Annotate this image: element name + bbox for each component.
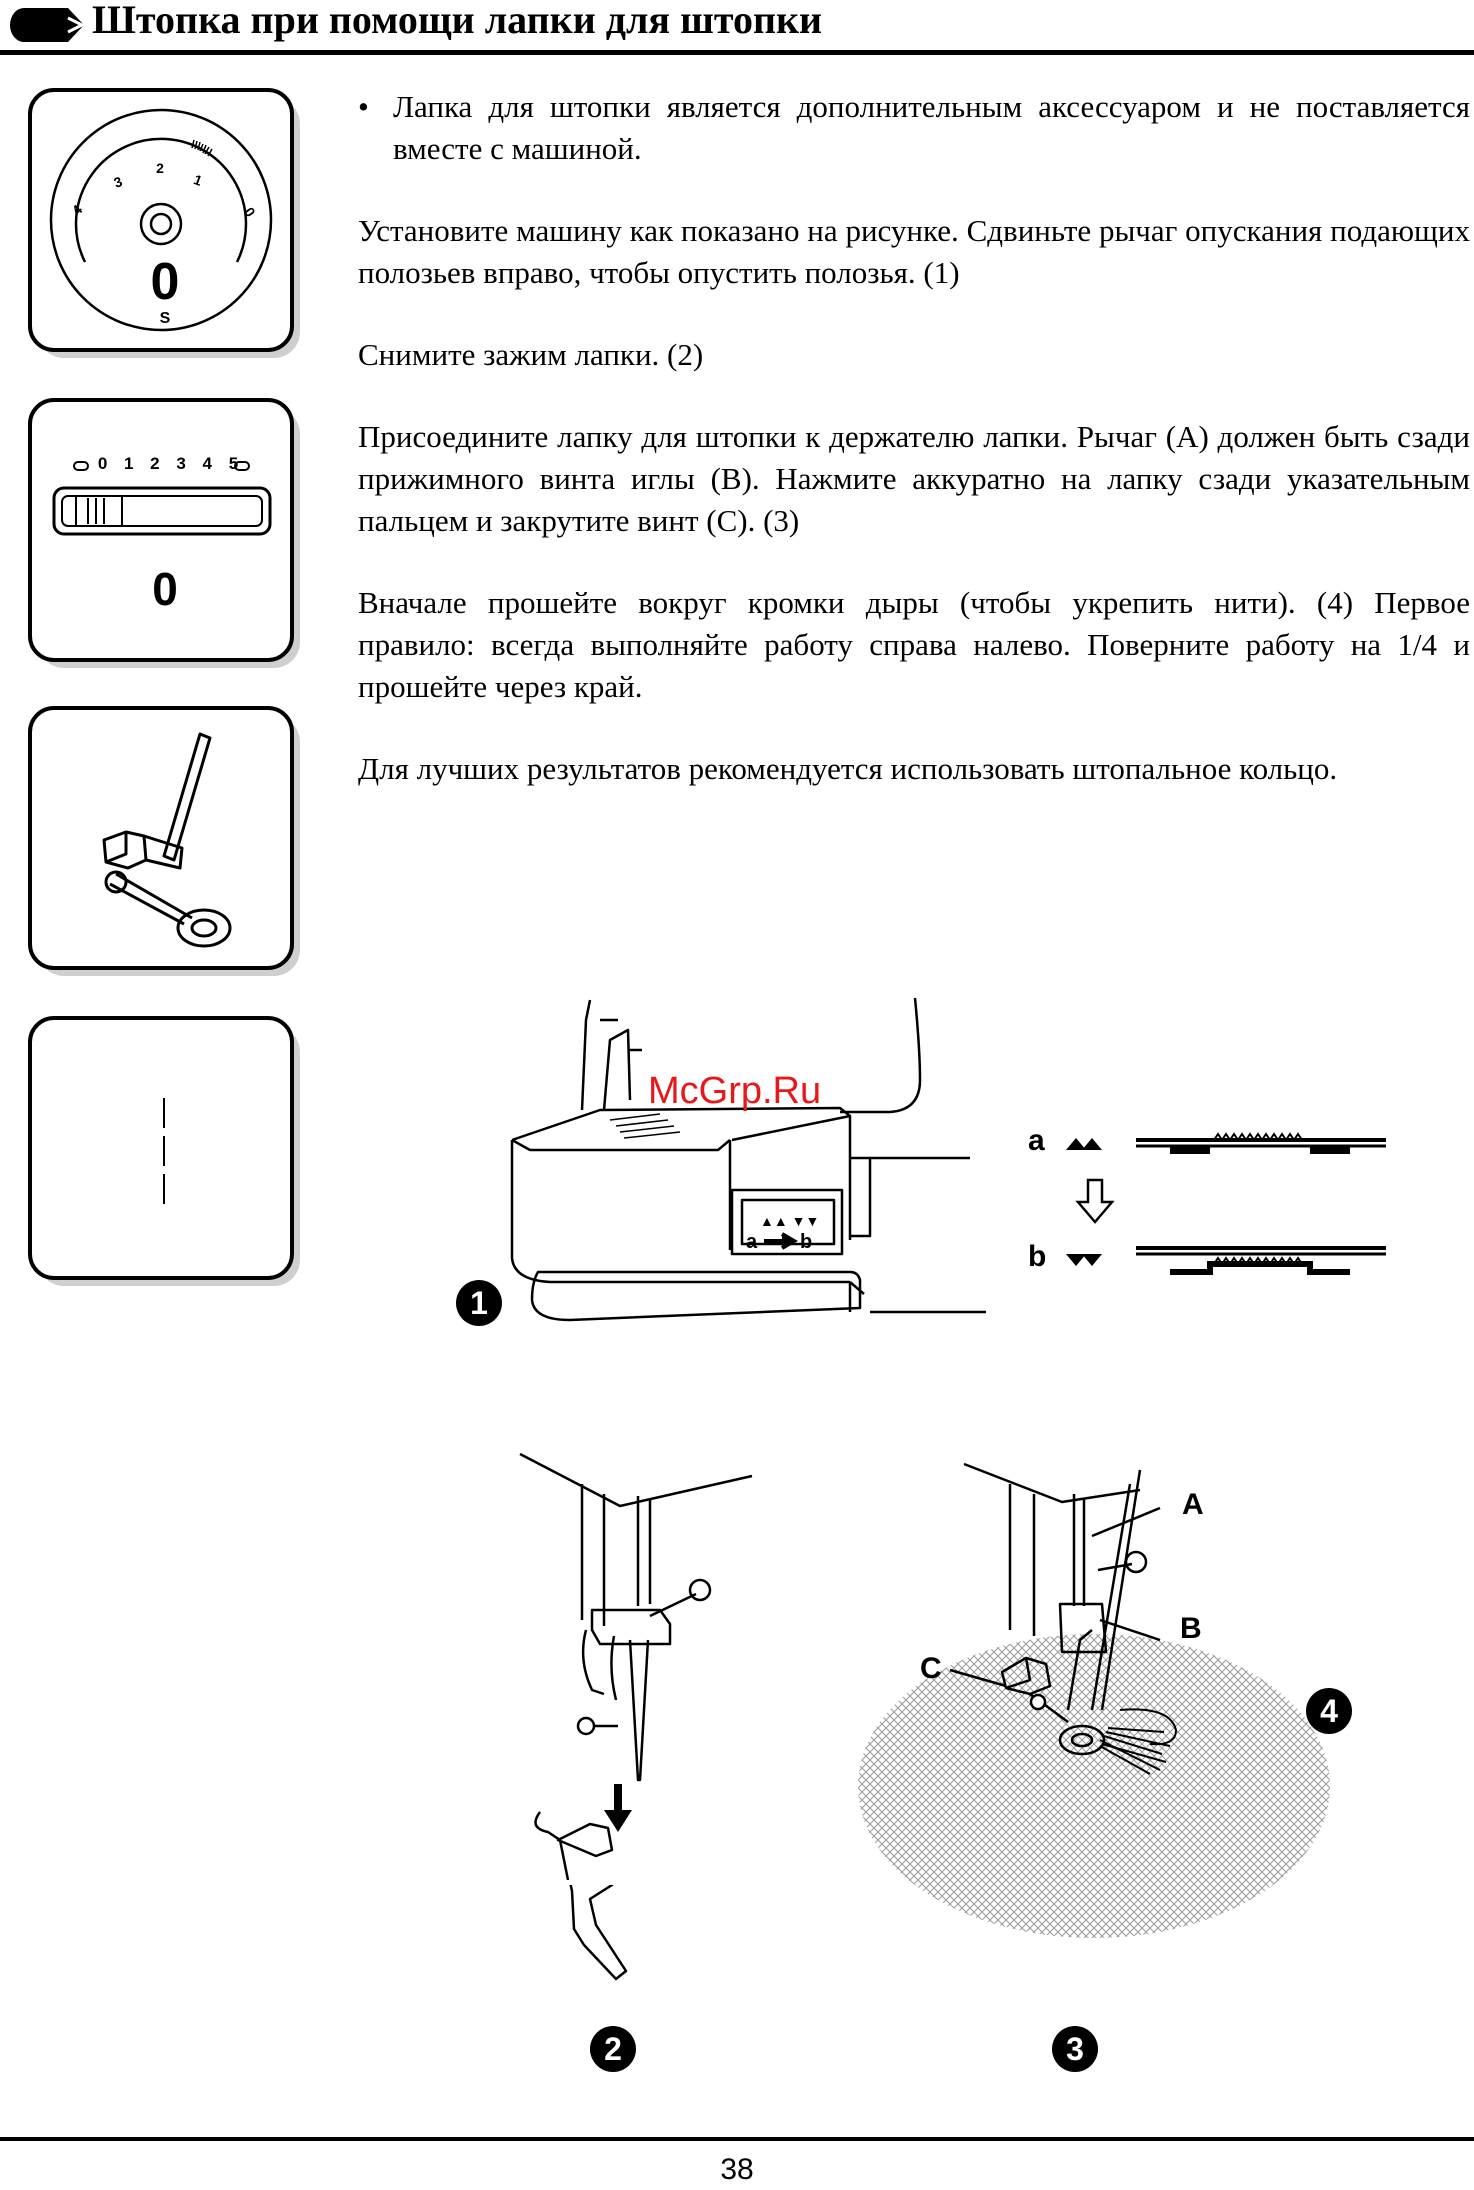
page-number: 38: [720, 2153, 754, 2186]
stitch-dial-card: 4 3 2 1 0 0 S: [28, 88, 300, 358]
label-c: C: [920, 1652, 942, 1685]
figure-number-1: 1: [456, 1280, 502, 1326]
label-b: B: [1180, 1612, 1202, 1645]
darning-fabric: [858, 1634, 1330, 1938]
stitch-pattern-card: [28, 1016, 300, 1286]
straight-stitch-icon: [163, 1098, 165, 1204]
figure-number-3: 3: [1052, 2026, 1098, 2072]
instruction-paragraph: Присоедините лапку для штопки к держател…: [358, 419, 1470, 538]
accessory-note: •Лапка для штопки является дополнительны…: [358, 86, 1470, 170]
bullet-icon: •: [358, 89, 369, 124]
dial-number-2: 2: [156, 160, 164, 176]
instruction-paragraph: Для лучших результатов рекомендуется исп…: [358, 751, 1338, 786]
dial-s-label: S: [159, 310, 171, 327]
state-label-a: a: [1028, 1124, 1045, 1157]
lever-label-b: b: [800, 1231, 812, 1253]
header-divider: [0, 50, 1474, 55]
darning-foot-icon: [102, 732, 232, 948]
presser-foot-shank-illustration: [560, 1827, 628, 1981]
figure-3-4: A B C 4 3: [830, 1440, 1370, 2072]
instructions-text: •Лапка для штопки является дополнительны…: [358, 86, 1470, 830]
page-title: Штопка при помощи лапки для штопки: [92, 0, 823, 42]
figure-number-4: 4: [1306, 1688, 1352, 1734]
sewing-machine-illustration: ▲▲ ▼▼ a b a b: [510, 997, 1386, 1322]
page-header: Штопка при помощи лапки для штопки: [0, 0, 1474, 56]
instruction-paragraph: Вначале прошейте вокруг кромки дыры (что…: [358, 585, 1470, 704]
stitch-length-card: 0 1 2 3 4 5 0: [28, 398, 300, 668]
stitch-length-value: 0: [152, 563, 178, 615]
feed-dogs-up-icon: [1066, 1138, 1102, 1150]
feed-dogs-down-icon: [1066, 1254, 1102, 1266]
presser-foot-card: [28, 706, 300, 976]
darning-foot-attached-illustration: A B C: [858, 1462, 1330, 1938]
header-marker-icon: [10, 8, 86, 42]
watermark: McGrp.Ru: [648, 1070, 822, 1112]
figure-2: 2: [500, 1440, 760, 2072]
arrow-down-icon: [604, 1784, 632, 1832]
figure-1: ▲▲ ▼▼ a b a b 1: [450, 990, 1410, 1340]
footer-divider: [0, 2137, 1474, 2141]
lever-label-a: a: [746, 1231, 758, 1253]
svg-text:▲▲ ▼▼: ▲▲ ▼▼: [760, 1213, 819, 1229]
arrow-down-icon: [1075, 1178, 1115, 1224]
instruction-paragraph: Снимите зажим лапки. (2): [358, 337, 704, 372]
length-scale: 0 1 2 3 4 5: [97, 454, 245, 473]
state-label-b: b: [1028, 1240, 1046, 1273]
arrow-right-icon: [764, 1232, 798, 1250]
instruction-paragraph: Установите машину как показано на рисунк…: [358, 213, 1470, 290]
length-slider-icon: [52, 461, 272, 536]
stitch-dial-value: 0: [150, 253, 180, 311]
stitch-dial-icon: [49, 108, 273, 332]
presser-foot-removal-illustration: [519, 1452, 753, 1881]
label-a: A: [1182, 1488, 1204, 1521]
figure-number-2: 2: [590, 2026, 636, 2072]
